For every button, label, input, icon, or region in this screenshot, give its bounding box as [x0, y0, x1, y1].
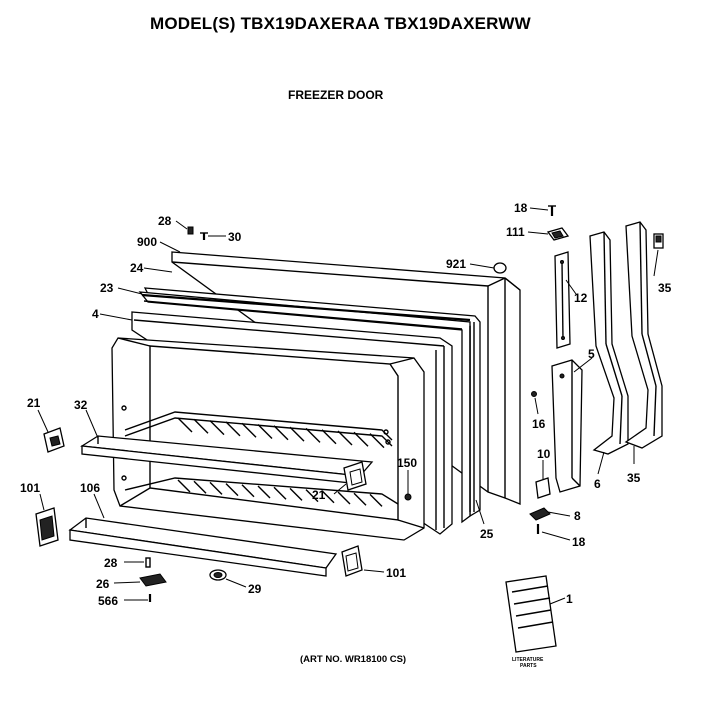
- clip-8: [529, 507, 551, 521]
- part-label-26: 26: [96, 577, 110, 591]
- part-label-25: 25: [480, 527, 494, 541]
- hinge-cap-111: [546, 227, 570, 241]
- art-number: (ART NO. WR18100 CS): [300, 654, 407, 665]
- liner-rib-upper: [241, 422, 257, 438]
- plug-921: [493, 262, 507, 274]
- liner-rib-upper: [305, 427, 321, 443]
- door-handle-6: [589, 231, 629, 455]
- liner-rib-upper: [321, 429, 337, 445]
- part-label-900: 900: [137, 235, 157, 249]
- part-label-23: 23: [100, 281, 114, 295]
- literature-label-line2: PARTS: [520, 663, 537, 669]
- part-label-4: 4: [92, 307, 99, 321]
- part-label-35-top: 35: [658, 281, 672, 295]
- part-label-921: 921: [446, 257, 466, 271]
- part-label-28-top: 28: [158, 214, 172, 228]
- part-label-21-mid: 21: [312, 488, 326, 502]
- liner-rib-lower: [369, 493, 383, 507]
- part-label-12: 12: [574, 291, 588, 305]
- leader-lines: [37, 207, 659, 605]
- literature-packet: LITERATURE PARTS: [505, 575, 557, 669]
- liner-rib-lower: [209, 481, 223, 495]
- screw-16: [531, 391, 537, 397]
- shelf-end-cap-21-left: [43, 427, 65, 453]
- screw-18-top: [548, 205, 556, 216]
- part-label-106: 106: [80, 481, 100, 495]
- part-label-150: 150: [397, 456, 417, 470]
- part-label-29: 29: [248, 582, 262, 596]
- block-10: [535, 477, 551, 499]
- liner-rib-upper: [337, 430, 353, 446]
- liner-rib-upper: [257, 424, 273, 439]
- part-label-111: 111: [506, 225, 525, 239]
- part-label-18-top: 18: [514, 201, 528, 215]
- shelf-end-cap-101-right: [341, 545, 363, 577]
- part-label-28-bottom: 28: [104, 556, 118, 570]
- diagram-subtitle: FREEZER DOOR: [288, 88, 384, 102]
- part-label-24: 24: [130, 261, 144, 275]
- liner-rib-upper: [273, 425, 289, 441]
- part-labels: 28 30 900 24 23 4 921 18 111 12 35 5 16 …: [20, 201, 672, 608]
- strip-12: [554, 251, 571, 349]
- part-label-101-left: 101: [20, 481, 40, 495]
- handle-cap-35: [653, 233, 664, 249]
- liner-rib-upper: [369, 433, 385, 449]
- liner-rib-lower: [257, 485, 271, 499]
- washer-29: [209, 569, 227, 581]
- liner-rib-upper: [225, 421, 241, 437]
- part-label-5: 5: [588, 347, 595, 361]
- liner-rib-lower: [177, 479, 191, 493]
- liner-rib-lower: [289, 487, 303, 501]
- bracket-26: [139, 573, 167, 587]
- liner-rib-lower: [321, 490, 335, 504]
- door-gasket: [138, 287, 481, 524]
- liner-rib-upper: [289, 426, 305, 442]
- liner-ribs: [177, 417, 385, 507]
- shelf-end-cap-21-mid: [343, 461, 367, 491]
- part-label-35-bottom: 35: [627, 471, 641, 485]
- liner-rib-upper: [209, 420, 225, 436]
- part-label-21-left: 21: [27, 396, 41, 410]
- part-label-16: 16: [532, 417, 546, 431]
- literature-label-line1: LITERATURE: [512, 657, 544, 663]
- screw-30: [200, 232, 208, 240]
- liner-rib-lower: [241, 484, 255, 498]
- door-handle-35: [624, 221, 663, 449]
- liner-rib-upper: [353, 431, 369, 447]
- part-label-18-bottom: 18: [572, 535, 586, 549]
- screw-150: [404, 493, 412, 501]
- liner-rib-lower: [353, 492, 367, 506]
- liner-rib-lower: [225, 483, 239, 497]
- door-shelf-retainer: [68, 517, 338, 577]
- liner-rib-lower: [193, 480, 207, 494]
- part-label-10: 10: [537, 447, 551, 461]
- screw-28-top: [187, 226, 194, 235]
- diagram-title: MODEL(S) TBX19DAXERAA TBX19DAXERWW: [150, 14, 531, 33]
- part-label-1: 1: [566, 592, 573, 606]
- liner-rib-upper: [177, 417, 193, 433]
- liner-rib-upper: [193, 418, 209, 434]
- liner-rib-lower: [337, 491, 351, 505]
- screw-28-bottom: [145, 557, 151, 568]
- part-label-101-right: 101: [386, 566, 406, 580]
- shelf-end-cap-101-left: [35, 507, 59, 547]
- hinge-bracket-5: [551, 359, 583, 493]
- part-label-566: 566: [98, 594, 118, 608]
- part-label-32: 32: [74, 398, 88, 412]
- liner-rib-lower: [305, 489, 319, 503]
- part-label-30: 30: [228, 230, 242, 244]
- part-label-8: 8: [574, 509, 581, 523]
- part-label-6: 6: [594, 477, 601, 491]
- inner-door-liner: [111, 337, 425, 541]
- liner-rib-lower: [273, 486, 287, 500]
